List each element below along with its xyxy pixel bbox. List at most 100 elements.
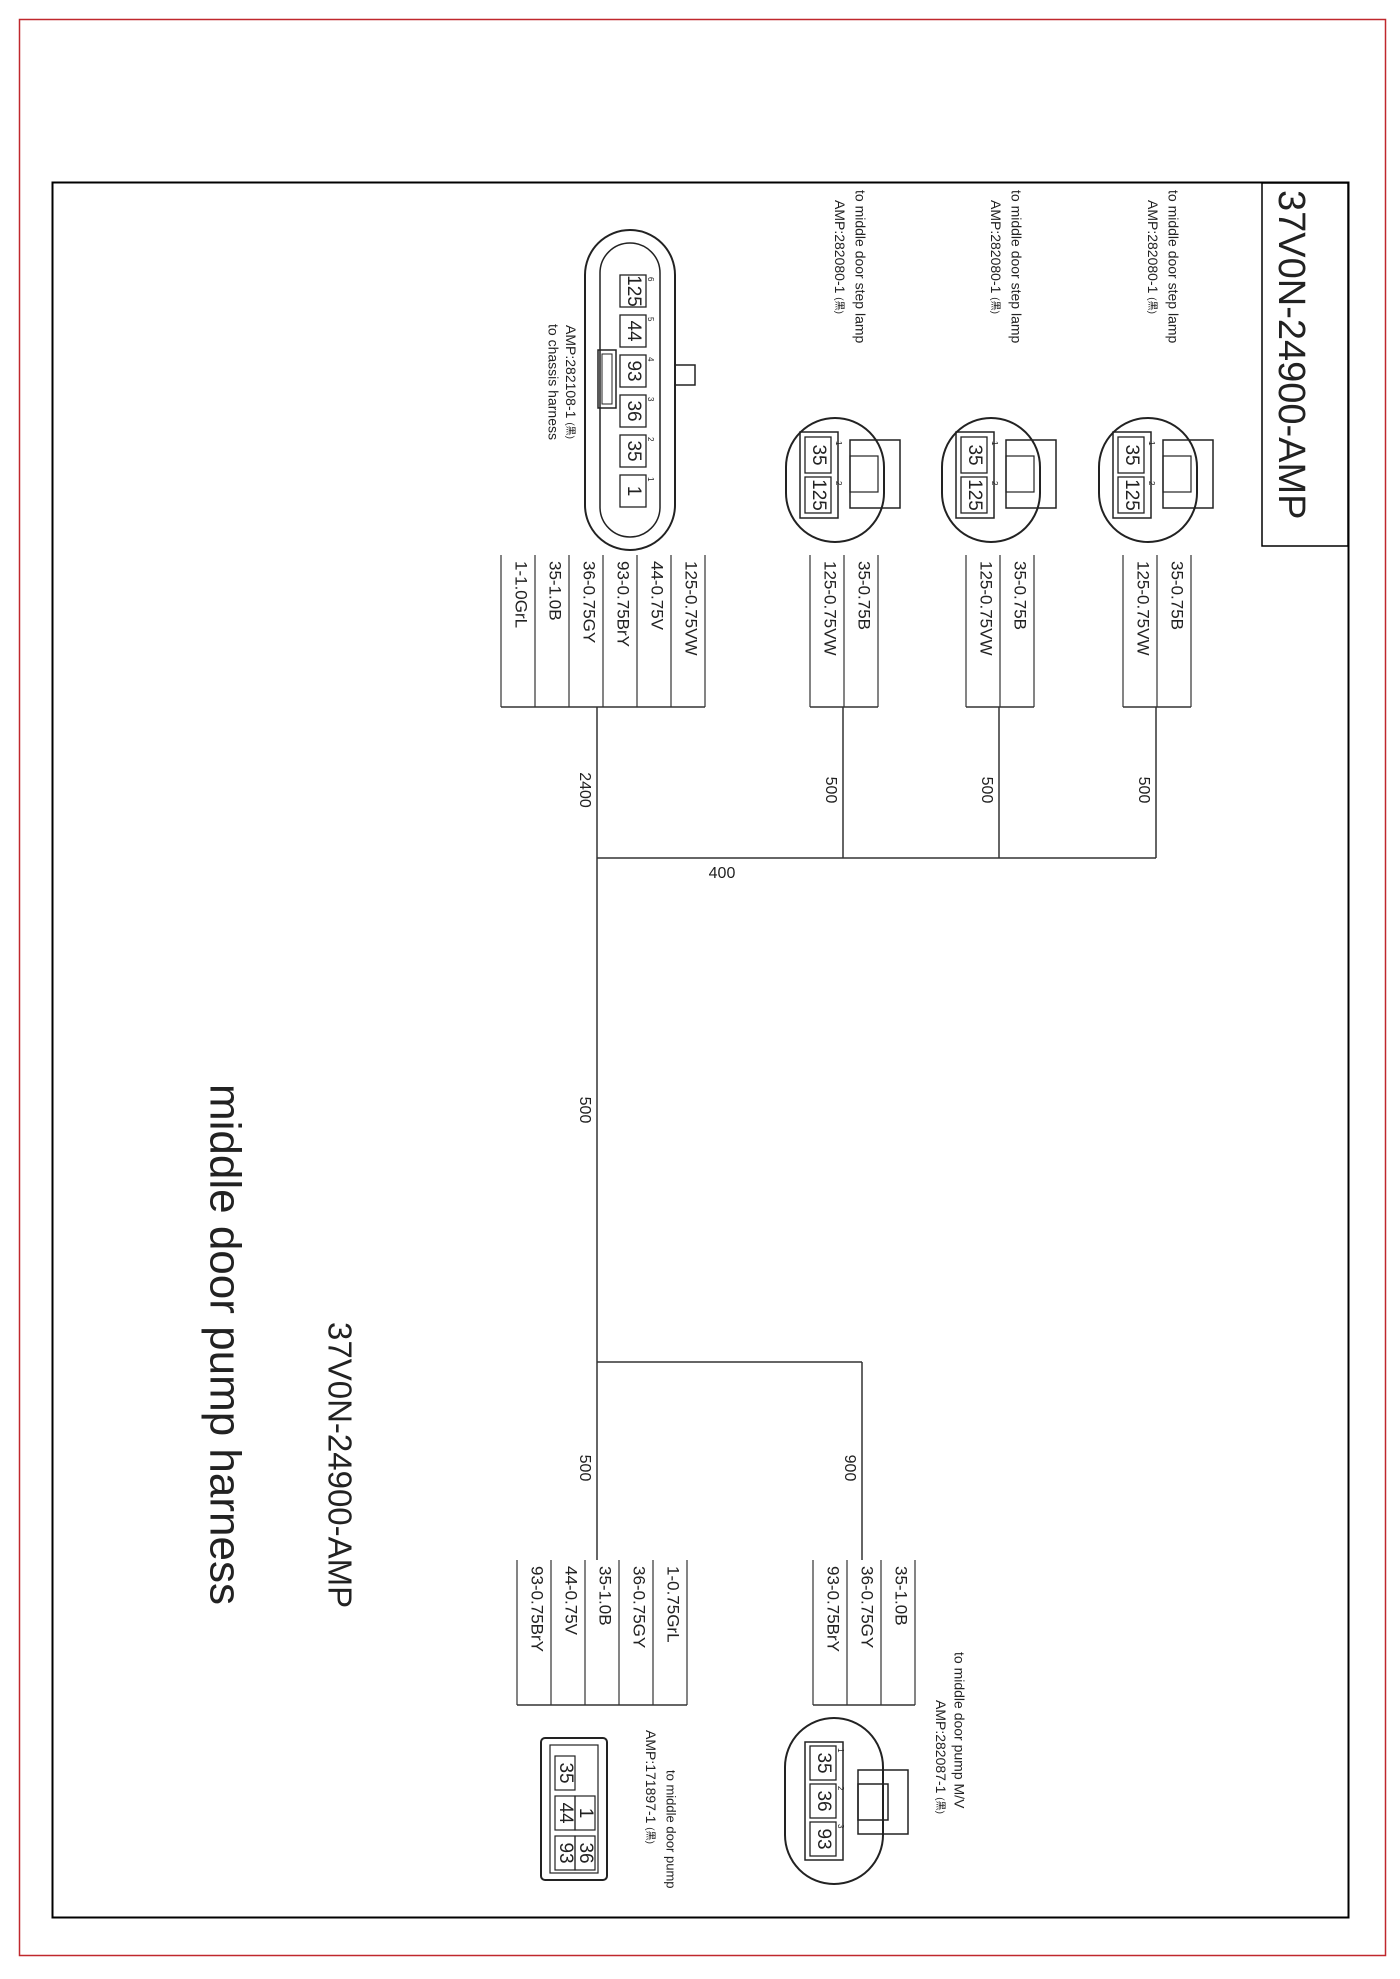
step-lamp-pin-label: 35 — [964, 444, 985, 465]
pump-wire-table: 1-0.75GrL36-0.75GY35-1.0B44-0.75V93-0.75… — [516, 1560, 688, 1706]
chassis-wire-label: 36-0.75GY — [580, 561, 599, 643]
pump-mv-wire-label: 93-0.75BrY — [824, 1566, 843, 1652]
chassis-wire-label: 1-1.0GrL — [512, 561, 531, 628]
chassis-pin-number: 4 — [646, 357, 655, 362]
title-block-code: 37V0N-24900-AMP — [1270, 190, 1312, 520]
pump-mv-part: AMP:282087-1 (黑) — [933, 1700, 949, 1814]
step-lamp-latch — [1005, 439, 1057, 509]
step-lamp-branch-2: 35 1 125 2 to middle door step lampAMP:28208… — [941, 190, 1057, 858]
drawing-title-name: middle door pump harness — [200, 1084, 249, 1605]
trunk-lines — [596, 707, 1156, 1560]
step-lamp-wire-label: 35-0.75B — [855, 561, 874, 630]
pump-pin-box — [554, 1835, 576, 1871]
step-lamp-wire-label: 125-0.75VW — [1134, 561, 1153, 656]
outer-border — [18, 18, 1387, 1957]
step-lamp-pin-label: 35 — [1121, 444, 1142, 465]
chassis-wire-label: 125-0.75VW — [682, 561, 701, 656]
chassis-pin-box — [619, 354, 647, 388]
chassis-pin-label: 36 — [623, 400, 644, 421]
step-lamp-pin-number: 1 — [1147, 441, 1156, 446]
step-lamp-part-suffix: (黑) — [833, 297, 845, 314]
chassis-pin-label: 1 — [623, 486, 644, 497]
pump-mv-pin-number: 3 — [836, 1824, 845, 1829]
step-lamp-pin-box — [960, 476, 988, 514]
chassis-pin-box — [619, 274, 647, 308]
pump-connector-inner — [549, 1744, 599, 1874]
step-lamp-branch-length: 500 — [978, 777, 995, 804]
pump-mv-pin-frame — [804, 1741, 844, 1861]
step-lamp-part-suffix: (黑) — [989, 297, 1001, 314]
pump-mv-pin-number: 1 — [836, 1748, 845, 1753]
chassis-pin-number: 6 — [646, 277, 655, 282]
step-lamp-dest: to middle door step lamp — [1008, 190, 1024, 344]
pump-pin-box — [554, 1795, 576, 1831]
step-lamp-branch-length: 500 — [1135, 777, 1152, 804]
trunk-segment-b-length: 500 — [576, 1097, 593, 1124]
trunk-segment-a-length: 400 — [709, 865, 736, 882]
pump-mv-pin-box — [809, 1745, 837, 1781]
chassis-wire-label: 93-0.75BrY — [614, 561, 633, 647]
pump-part: AMP:171897-1 (黑) — [643, 1730, 659, 1844]
inner-border — [51, 181, 1350, 1919]
pump-pin-label: 93 — [555, 1842, 576, 1863]
pump-mv-pin-label: 35 — [813, 1752, 834, 1773]
step-lamp-pin-label: 125 — [964, 479, 985, 511]
chassis-part: AMP:282108-1 (黑) — [563, 325, 579, 439]
step-lamp-connector-body — [941, 417, 1041, 543]
chassis-wire-table: 125-0.75VW44-0.75V93-0.75BrY36-0.75GY35-… — [500, 555, 706, 708]
pump-pin-label: 44 — [555, 1802, 576, 1824]
title-block-box — [1261, 182, 1349, 547]
step-lamp-latch — [1162, 439, 1214, 509]
pump-mv-pin-box — [809, 1821, 837, 1857]
pump-pin-label: 36 — [575, 1842, 596, 1863]
step-lamp-pin-box — [804, 436, 832, 474]
step-lamp-pin-frame — [955, 431, 995, 519]
step-lamp-connector-body — [785, 417, 885, 543]
pump-dest: to middle door pump — [664, 1770, 679, 1889]
step-lamp-part: AMP:282080-1 (黑) — [988, 200, 1004, 314]
chassis-connector-body — [584, 229, 676, 551]
chassis-pin-label: 44 — [623, 320, 644, 342]
chassis-latch-inner — [601, 353, 613, 405]
pump-pin-box — [554, 1755, 576, 1791]
pump-wire-label: 1-0.75GrL — [664, 1566, 683, 1643]
step-lamp-pin-number: 1 — [990, 441, 999, 446]
chassis-pin-label: 35 — [623, 440, 644, 461]
pump-mv-dest: to middle door pump M/V — [951, 1652, 967, 1809]
drawing-title-code: 37V0N-24900-AMP — [321, 1322, 358, 1608]
step-lamp-part-number: AMP:282080-1 — [832, 200, 848, 297]
chassis-pin-box — [619, 314, 647, 348]
step-lamp-pin-box — [1117, 436, 1145, 474]
pump-mv-pin-label: 93 — [813, 1828, 834, 1849]
step-lamp-pin-label: 35 — [808, 444, 829, 465]
pump-connector-body — [540, 1737, 608, 1881]
step-lamp-pin-number: 2 — [990, 481, 999, 486]
pump-wire-label: 35-1.0B — [596, 1566, 615, 1626]
chassis-pin-number: 5 — [646, 317, 655, 322]
step-lamp-pin-label: 125 — [1121, 479, 1142, 511]
step-lamp-latch-inner — [1005, 455, 1035, 493]
chassis-connector-inner — [599, 242, 661, 538]
step-lamp-wire-label: 35-0.75B — [1011, 561, 1030, 630]
chassis-latch — [597, 349, 617, 409]
step-lamp-pin-frame — [1112, 431, 1152, 519]
step-lamp-part-suffix: (黑) — [1146, 297, 1158, 314]
chassis-pin-box — [619, 434, 647, 468]
pump-mv-pin-number: 2 — [836, 1786, 845, 1791]
chassis-pin-label: 93 — [623, 360, 644, 381]
chassis-pin-number: 3 — [646, 397, 655, 402]
chassis-latch-tab — [674, 364, 696, 386]
step-lamp-pin-box — [1117, 476, 1145, 514]
pump-mv-connector-body — [784, 1717, 884, 1885]
step-lamp-pin-box — [804, 476, 832, 514]
pump-wire-label: 93-0.75BrY — [528, 1566, 547, 1652]
step-lamp-part: AMP:282080-1 (黑) — [1145, 200, 1161, 314]
step-lamp-wire-label: 125-0.75VW — [977, 561, 996, 656]
step-lamp-part-number: AMP:282080-1 — [1145, 200, 1161, 297]
